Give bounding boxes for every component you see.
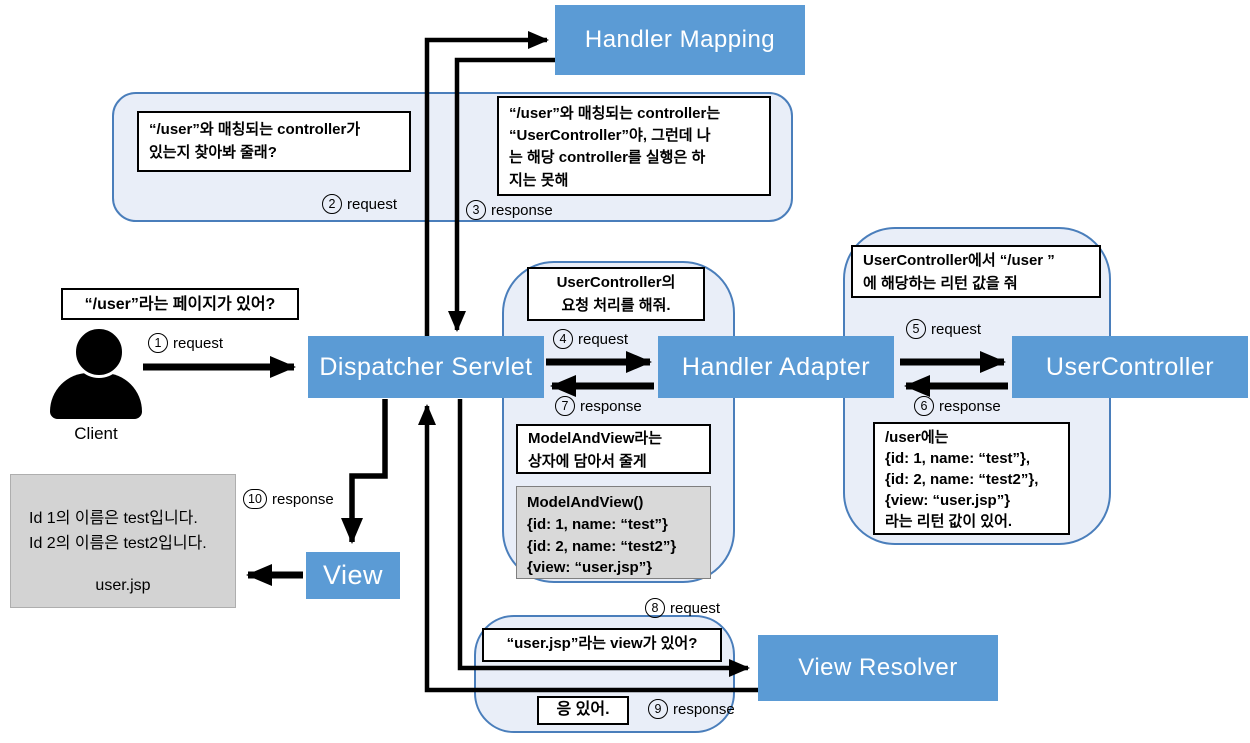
flow-text-10: response: [272, 490, 334, 508]
flow-text-6: response: [939, 397, 1001, 415]
flow-number-6: 6: [914, 396, 934, 416]
flow-number-2: 2: [322, 194, 342, 214]
user-controller-response-box: /user에는 {id: 1, name: “test”}, {id: 2, n…: [873, 422, 1070, 535]
flow-text-7: response: [580, 397, 642, 415]
user-controller-label: UserController: [1045, 352, 1215, 381]
client-question-box: “/user”라는 페이지가 있어?: [61, 288, 299, 320]
view-label: View: [322, 560, 384, 590]
flow-number-4: 4: [553, 329, 573, 349]
jsp-preview-content: Id 1의 이름은 test입니다. Id 2의 이름은 test2입니다.: [29, 510, 207, 552]
flow-text-4: request: [578, 330, 629, 348]
flow-label-3: 3 response: [466, 200, 553, 220]
flow-label-9: 9 response: [648, 699, 735, 719]
flow-text-1: request: [173, 334, 224, 352]
flow-number-7: 7: [555, 396, 575, 416]
jsp-preview-filename: user.jsp: [95, 577, 151, 594]
client-icon-head: [73, 326, 125, 378]
view-node: View: [306, 552, 400, 599]
handler-mapping-response-box: “/user”와 매칭되는 controller는 “UserControlle…: [497, 96, 771, 196]
view-resolver-question-box: “user.jsp”라는 view가 있어?: [482, 628, 722, 662]
client-icon: [50, 326, 142, 420]
flow-label-2: 2 request: [322, 194, 397, 214]
flow-text-3: response: [491, 201, 553, 219]
user-controller-request-box: UserController에서 “/user ” 에 해당하는 리턴 값을 줘: [851, 245, 1101, 298]
flow-number-9: 9: [648, 699, 668, 719]
handler-adapter-label: Handler Adapter: [681, 352, 871, 381]
flow-label-4: 4 request: [553, 329, 628, 349]
flow-label-6: 6 response: [914, 396, 1001, 416]
flow-text-2: request: [347, 195, 398, 213]
handler-mapping-node: Handler Mapping: [555, 5, 805, 75]
client-icon-body: [50, 373, 142, 419]
flow-text-8: request: [670, 599, 721, 617]
flow-label-7: 7 response: [555, 396, 642, 416]
dispatcher-servlet-node: Dispatcher Servlet: [308, 336, 544, 398]
flow-text-5: request: [931, 320, 982, 338]
flow-label-1: 1 request: [148, 333, 223, 353]
dispatcher-servlet-label: Dispatcher Servlet: [319, 352, 533, 381]
flow-label-8: 8 request: [645, 598, 720, 618]
handler-adapter-request-box: UserController의 요청 처리를 해줘.: [527, 267, 705, 321]
view-resolver-node: View Resolver: [758, 635, 998, 701]
model-and-view-box: ModelAndView() {id: 1, name: “test”} {id…: [516, 486, 711, 579]
flow-number-10: 10: [243, 489, 267, 509]
handler-adapter-response-box: ModelAndView라는 상자에 담아서 줄게: [516, 424, 711, 474]
handler-mapping-label: Handler Mapping: [584, 26, 776, 53]
flow-label-10: 10 response: [243, 489, 334, 509]
handler-adapter-node: Handler Adapter: [658, 336, 894, 398]
user-controller-node: UserController: [1012, 336, 1248, 398]
flow-text-9: response: [673, 700, 735, 718]
flow-number-3: 3: [466, 200, 486, 220]
jsp-preview-box: Id 1의 이름은 test입니다. Id 2의 이름은 test2입니다. u…: [10, 474, 236, 608]
flow-number-1: 1: [148, 333, 168, 353]
view-resolver-answer-box: 응 있어.: [537, 696, 629, 725]
flow-number-8: 8: [645, 598, 665, 618]
flow-number-5: 5: [906, 319, 926, 339]
client-label: Client: [74, 424, 118, 443]
arrow-10-dispatcher-to-view: [341, 399, 388, 544]
flow-label-5: 5 request: [906, 319, 981, 339]
handler-mapping-request-box: “/user”와 매칭되는 controller가 있는지 찾아봐 줄래?: [137, 111, 411, 172]
view-resolver-label: View Resolver: [798, 654, 958, 681]
